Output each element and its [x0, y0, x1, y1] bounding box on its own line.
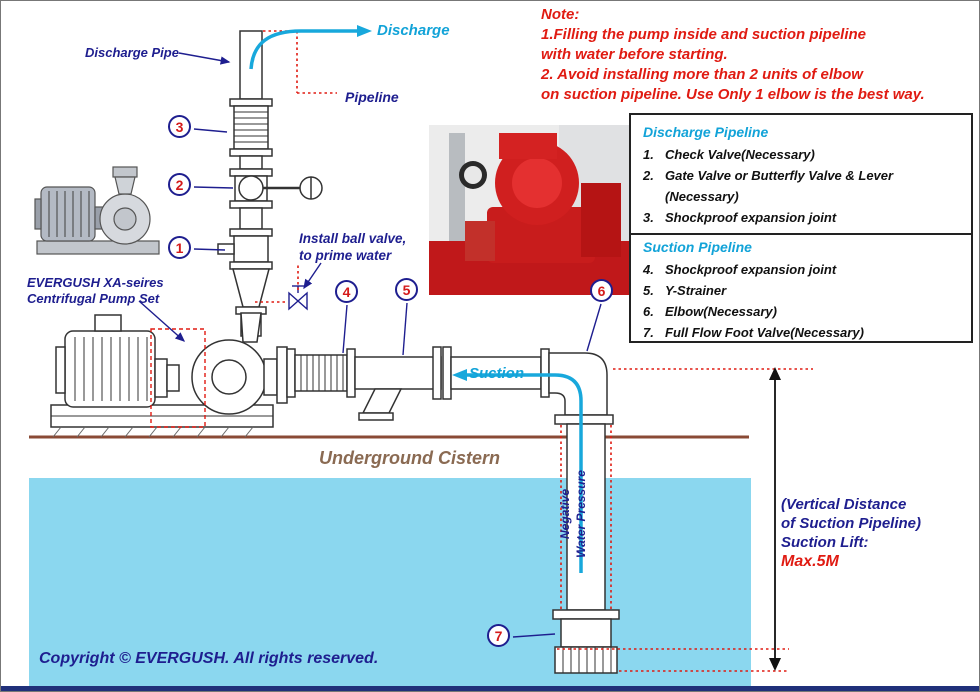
legend-item-4: 4. Shockproof expansion joint [643, 262, 837, 277]
discharge-label: Discharge [377, 22, 450, 39]
note-line: 2. Avoid installing more than 2 units of… [541, 66, 863, 83]
note-line: on suction pipeline. Use Only 1 elbow is… [541, 86, 925, 103]
legend-item-2b: (Necessary) [665, 189, 739, 204]
legend-discharge-title: Discharge Pipeline [643, 124, 769, 140]
priming-ball-valve [288, 285, 308, 311]
legend-suction-title: Suction Pipeline [643, 239, 752, 255]
badge-7: 7 [487, 624, 510, 647]
note-block: Note: 1.Filling the pump inside and suct… [541, 5, 977, 105]
legend-item-5: 5. Y-Strainer [643, 283, 727, 298]
note-line: with water before starting. [541, 46, 728, 63]
legend-item-6: 6. Elbow(Necessary) [643, 304, 777, 319]
vertical-distance-label: (Vertical Distance of Suction Pipeline) … [781, 496, 922, 570]
badge-5: 5 [395, 278, 418, 301]
ball-valve-label: Install ball valve, to prime water [299, 231, 407, 263]
legend-item-3: 3. Shockproof expansion joint [643, 210, 837, 225]
badge-1: 1 [168, 236, 191, 259]
pump-set-drawing [50, 312, 288, 438]
underground-cistern-label: Underground Cistern [319, 448, 501, 468]
photo-art [429, 125, 631, 295]
leader-lines [138, 52, 602, 638]
badge-4: 4 [335, 280, 358, 303]
suction-label: Suction [469, 365, 524, 382]
note-line: 1.Filling the pump inside and suction pi… [541, 26, 867, 43]
suction-line-drawing [286, 346, 614, 611]
discharge-flow-arrow [249, 29, 357, 70]
legend-item-1: 1. Check Valve(Necessary) [643, 147, 815, 162]
red-dotted-lines [255, 30, 813, 672]
cistern-water [29, 478, 751, 688]
installation-photo [429, 125, 631, 295]
legend-divider [631, 233, 971, 235]
pipeline-label: Pipeline [345, 89, 399, 105]
suction-flow-arrow [467, 373, 583, 573]
measurement-arrow [769, 367, 781, 671]
legend-item-7: 7. Full Flow Foot Valve(Necessary) [643, 325, 864, 340]
legend-item-2: 2. Gate Valve or Butterfly Valve & Lever [643, 168, 894, 183]
max-lift-value: Max.5M [781, 553, 839, 570]
foot-valve-drawing [552, 609, 620, 674]
pump-thumbnail-drawing [34, 166, 160, 255]
bottom-border-strip [1, 686, 979, 691]
note-heading: Note: [541, 6, 580, 23]
badge-3: 3 [168, 115, 191, 138]
badge-6: 6 [590, 279, 613, 302]
flow-arrows [249, 25, 583, 573]
legend-box: Discharge Pipeline 1. Check Valve(Necess… [629, 113, 973, 343]
badge-2: 2 [168, 173, 191, 196]
negative-pressure-label: Negative Water Pressure [558, 470, 588, 558]
pump-set-label: EVERGUSH XA-seires Centrifugal Pump Set [27, 275, 164, 307]
discharge-pipe-label: Discharge Pipe [85, 45, 179, 60]
discharge-pipe-assembly [217, 30, 323, 337]
copyright-text: Copyright © EVERGUSH. All rights reserve… [39, 650, 379, 667]
